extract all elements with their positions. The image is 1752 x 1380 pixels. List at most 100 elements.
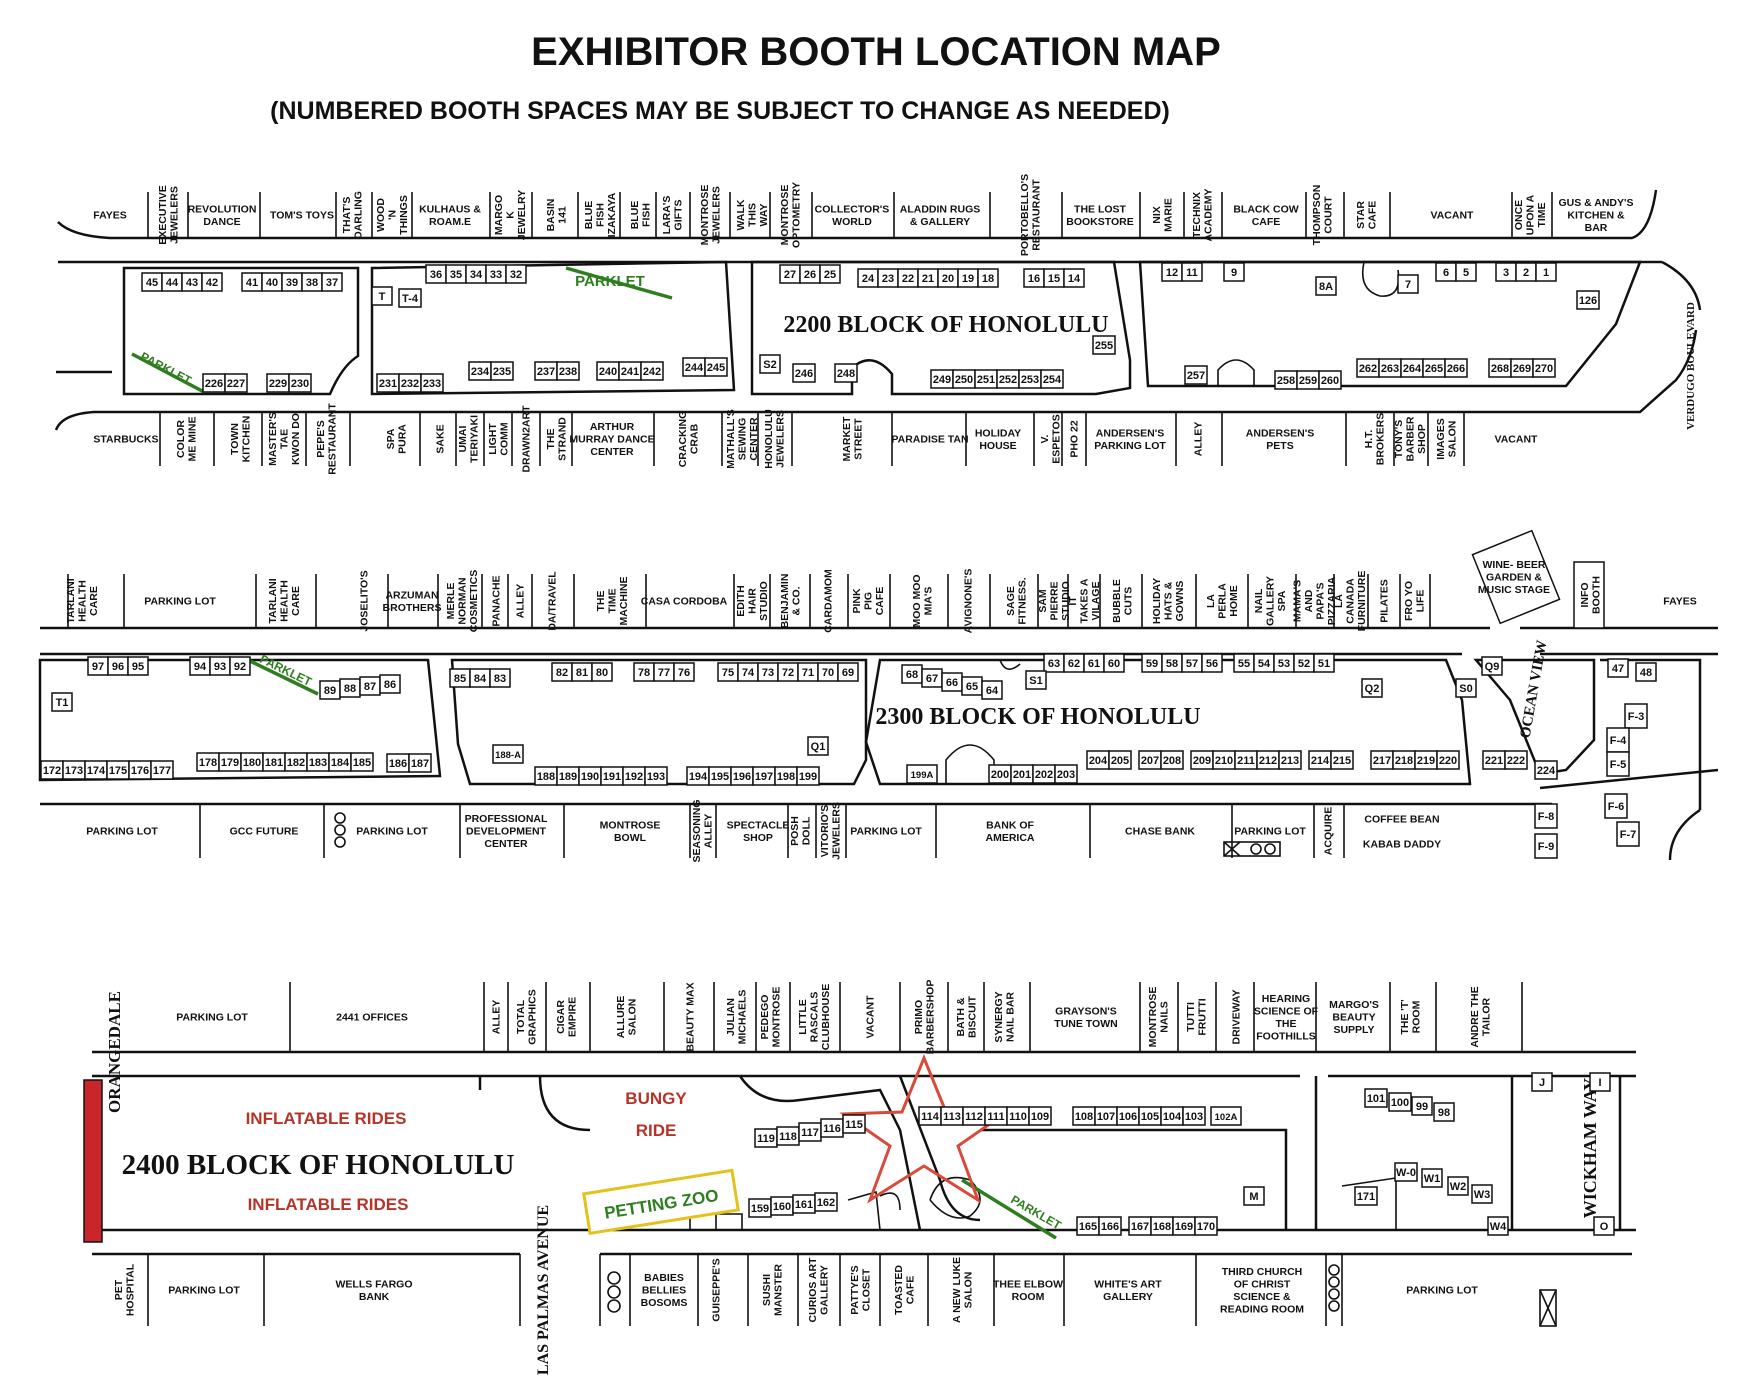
booth-number: 222 [1507,755,1525,767]
booth-box[interactable] [1394,1162,1418,1182]
booth-box[interactable] [1361,678,1383,698]
booth-box[interactable] [492,744,524,764]
booth-box[interactable] [1103,653,1125,673]
booth-box[interactable] [1604,793,1628,819]
booth-number: 111 [987,1111,1004,1123]
booth-box[interactable] [229,656,251,676]
booth-box[interactable] [1444,358,1468,378]
booth-box[interactable] [1354,1186,1378,1206]
booth-box[interactable] [1201,653,1223,673]
booth-box[interactable] [1182,1106,1206,1126]
booth-box[interactable] [1606,751,1630,777]
booth-box[interactable] [1184,365,1208,385]
booth-box[interactable] [51,692,73,712]
booth-box[interactable] [837,662,859,682]
booth-box[interactable] [1318,370,1342,390]
booth-box[interactable] [379,674,401,694]
booth-box[interactable] [201,272,223,292]
booth-box[interactable] [1330,750,1354,770]
booth-box[interactable] [644,766,668,786]
booth-box[interactable] [906,764,938,784]
booth-box[interactable] [1535,262,1557,282]
booth-box[interactable] [408,753,432,773]
booth-box[interactable] [1624,703,1648,729]
booth-number: 101 [1367,1093,1385,1105]
booth-box[interactable] [489,668,511,688]
booth-box[interactable] [224,373,248,393]
booth-box[interactable] [1181,262,1203,282]
booth-box[interactable] [321,272,343,292]
booth-box[interactable] [1593,1216,1615,1236]
booth-box[interactable] [1531,1072,1553,1092]
booth-box[interactable] [371,286,393,306]
booth-box[interactable] [1471,1184,1493,1204]
booth-box[interactable] [1315,276,1337,296]
booth-box[interactable] [704,357,728,377]
booth-box[interactable] [1278,750,1302,770]
booth-box[interactable] [1481,656,1503,676]
booth-box[interactable] [127,656,149,676]
booth-box[interactable] [150,760,174,780]
booth-box[interactable] [1433,1102,1455,1122]
booth-box[interactable] [1504,750,1528,770]
booth-box[interactable] [1160,750,1184,770]
booth-box[interactable] [981,680,1003,700]
booth-box[interactable] [1040,369,1064,389]
booth-box[interactable] [1635,662,1657,682]
booth-box[interactable] [1210,1106,1242,1126]
booth-box[interactable] [1534,803,1558,829]
booth-box[interactable] [834,363,858,383]
store-label: HONOLULUJEWELERS [763,409,787,469]
booth-box[interactable] [350,752,374,772]
booth-box[interactable] [1388,1092,1412,1112]
booth-box[interactable] [1223,262,1245,282]
booth-box[interactable] [556,361,580,381]
booth-box[interactable] [977,268,999,288]
booth-box[interactable] [1607,658,1629,678]
booth-box[interactable] [1108,750,1132,770]
booth-box[interactable] [1194,1216,1218,1236]
booth-box[interactable] [1063,268,1085,288]
booth-box[interactable] [1397,274,1419,294]
booth-box[interactable] [640,361,664,381]
booth-box[interactable] [420,373,444,393]
booth-box[interactable] [1589,1072,1611,1092]
booth-box[interactable] [1313,653,1335,673]
booth-box[interactable] [1025,670,1047,690]
booth-box[interactable] [1576,290,1600,310]
booth-box[interactable] [505,264,527,284]
booth-box[interactable] [814,1192,838,1212]
booth-box[interactable] [591,662,613,682]
booth-box[interactable] [288,373,312,393]
booth-box[interactable] [1054,764,1078,784]
booth-box[interactable] [1616,821,1640,847]
booth-box[interactable] [1534,760,1558,780]
booth-box[interactable] [1455,678,1477,698]
booth-box[interactable] [490,361,514,381]
booth-box[interactable] [796,766,820,786]
booth-box[interactable] [398,288,422,308]
booth-box[interactable] [1436,750,1460,770]
booth-box[interactable] [807,736,829,756]
booth-box[interactable] [1364,1088,1388,1108]
booth-box[interactable] [1243,1186,1265,1206]
booth-box[interactable] [842,1114,866,1134]
booth-number: 166 [1101,1221,1119,1233]
booth-box[interactable] [1532,358,1556,378]
booth-box[interactable] [792,363,816,383]
booth-box[interactable] [1411,1096,1433,1116]
booth-box[interactable] [1098,1216,1122,1236]
booth-box[interactable] [1487,1216,1509,1236]
booth-box[interactable] [759,354,781,374]
booth-box[interactable] [1447,1176,1469,1196]
booth-box[interactable] [1092,335,1116,355]
booth-box[interactable] [1534,833,1558,859]
booth-box[interactable] [673,662,695,682]
booth-box[interactable] [819,264,841,284]
booth-box[interactable] [1455,262,1477,282]
booth-box[interactable] [1028,1106,1052,1126]
booth-box[interactable] [1421,1168,1443,1188]
